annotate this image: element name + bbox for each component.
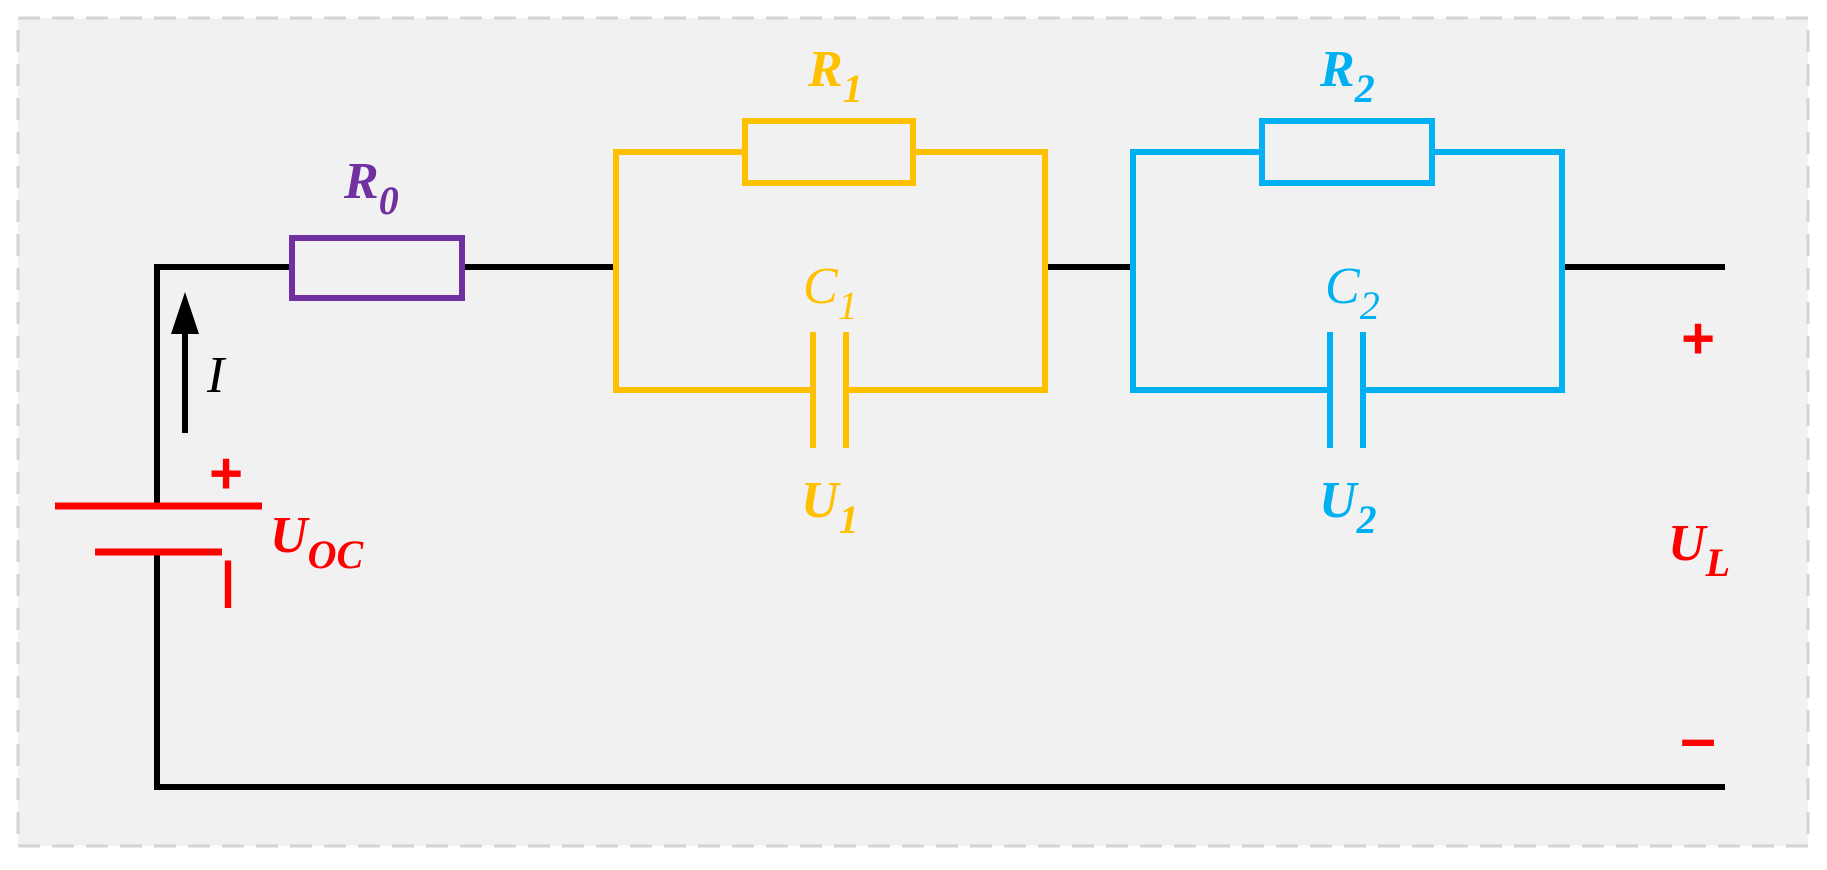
rc1-network: [613, 118, 1048, 448]
r1-resistor: [742, 118, 916, 186]
current-arrow: [171, 292, 199, 433]
c2-label: C2: [1325, 258, 1380, 328]
r0-label: R0: [343, 153, 399, 223]
output-plus-sign: +: [1681, 306, 1715, 371]
main-wires: [154, 264, 1725, 790]
output-minus-sign: –: [1680, 702, 1716, 774]
ul-label: UL: [1668, 515, 1730, 585]
rc2-outer-frame-right: [1363, 149, 1565, 393]
battery-minus-sign: |: [221, 552, 235, 609]
u1-label: U1: [801, 472, 859, 542]
rc1-outer-frame-right: [848, 149, 1048, 393]
uoc-label: UOC: [270, 507, 364, 577]
r2-label: R2: [1319, 41, 1375, 111]
rc2-network: [1130, 118, 1565, 448]
current-arrow-head: [171, 292, 199, 334]
r1-label: R1: [807, 41, 863, 111]
c1-label: C1: [803, 258, 858, 328]
wire-return-bottom: [154, 552, 1725, 790]
r2-resistor: [1259, 118, 1435, 186]
wire-source-to-r0: [154, 264, 292, 506]
rc2-outer-frame-top: [1130, 149, 1330, 393]
rc1-outer-frame-top: [613, 149, 810, 393]
battery-symbol: [55, 502, 262, 556]
battery-plus-sign: +: [209, 441, 243, 506]
current-label: I: [206, 347, 227, 404]
u2-label: U2: [1319, 472, 1377, 542]
r0-resistor: [289, 235, 465, 301]
